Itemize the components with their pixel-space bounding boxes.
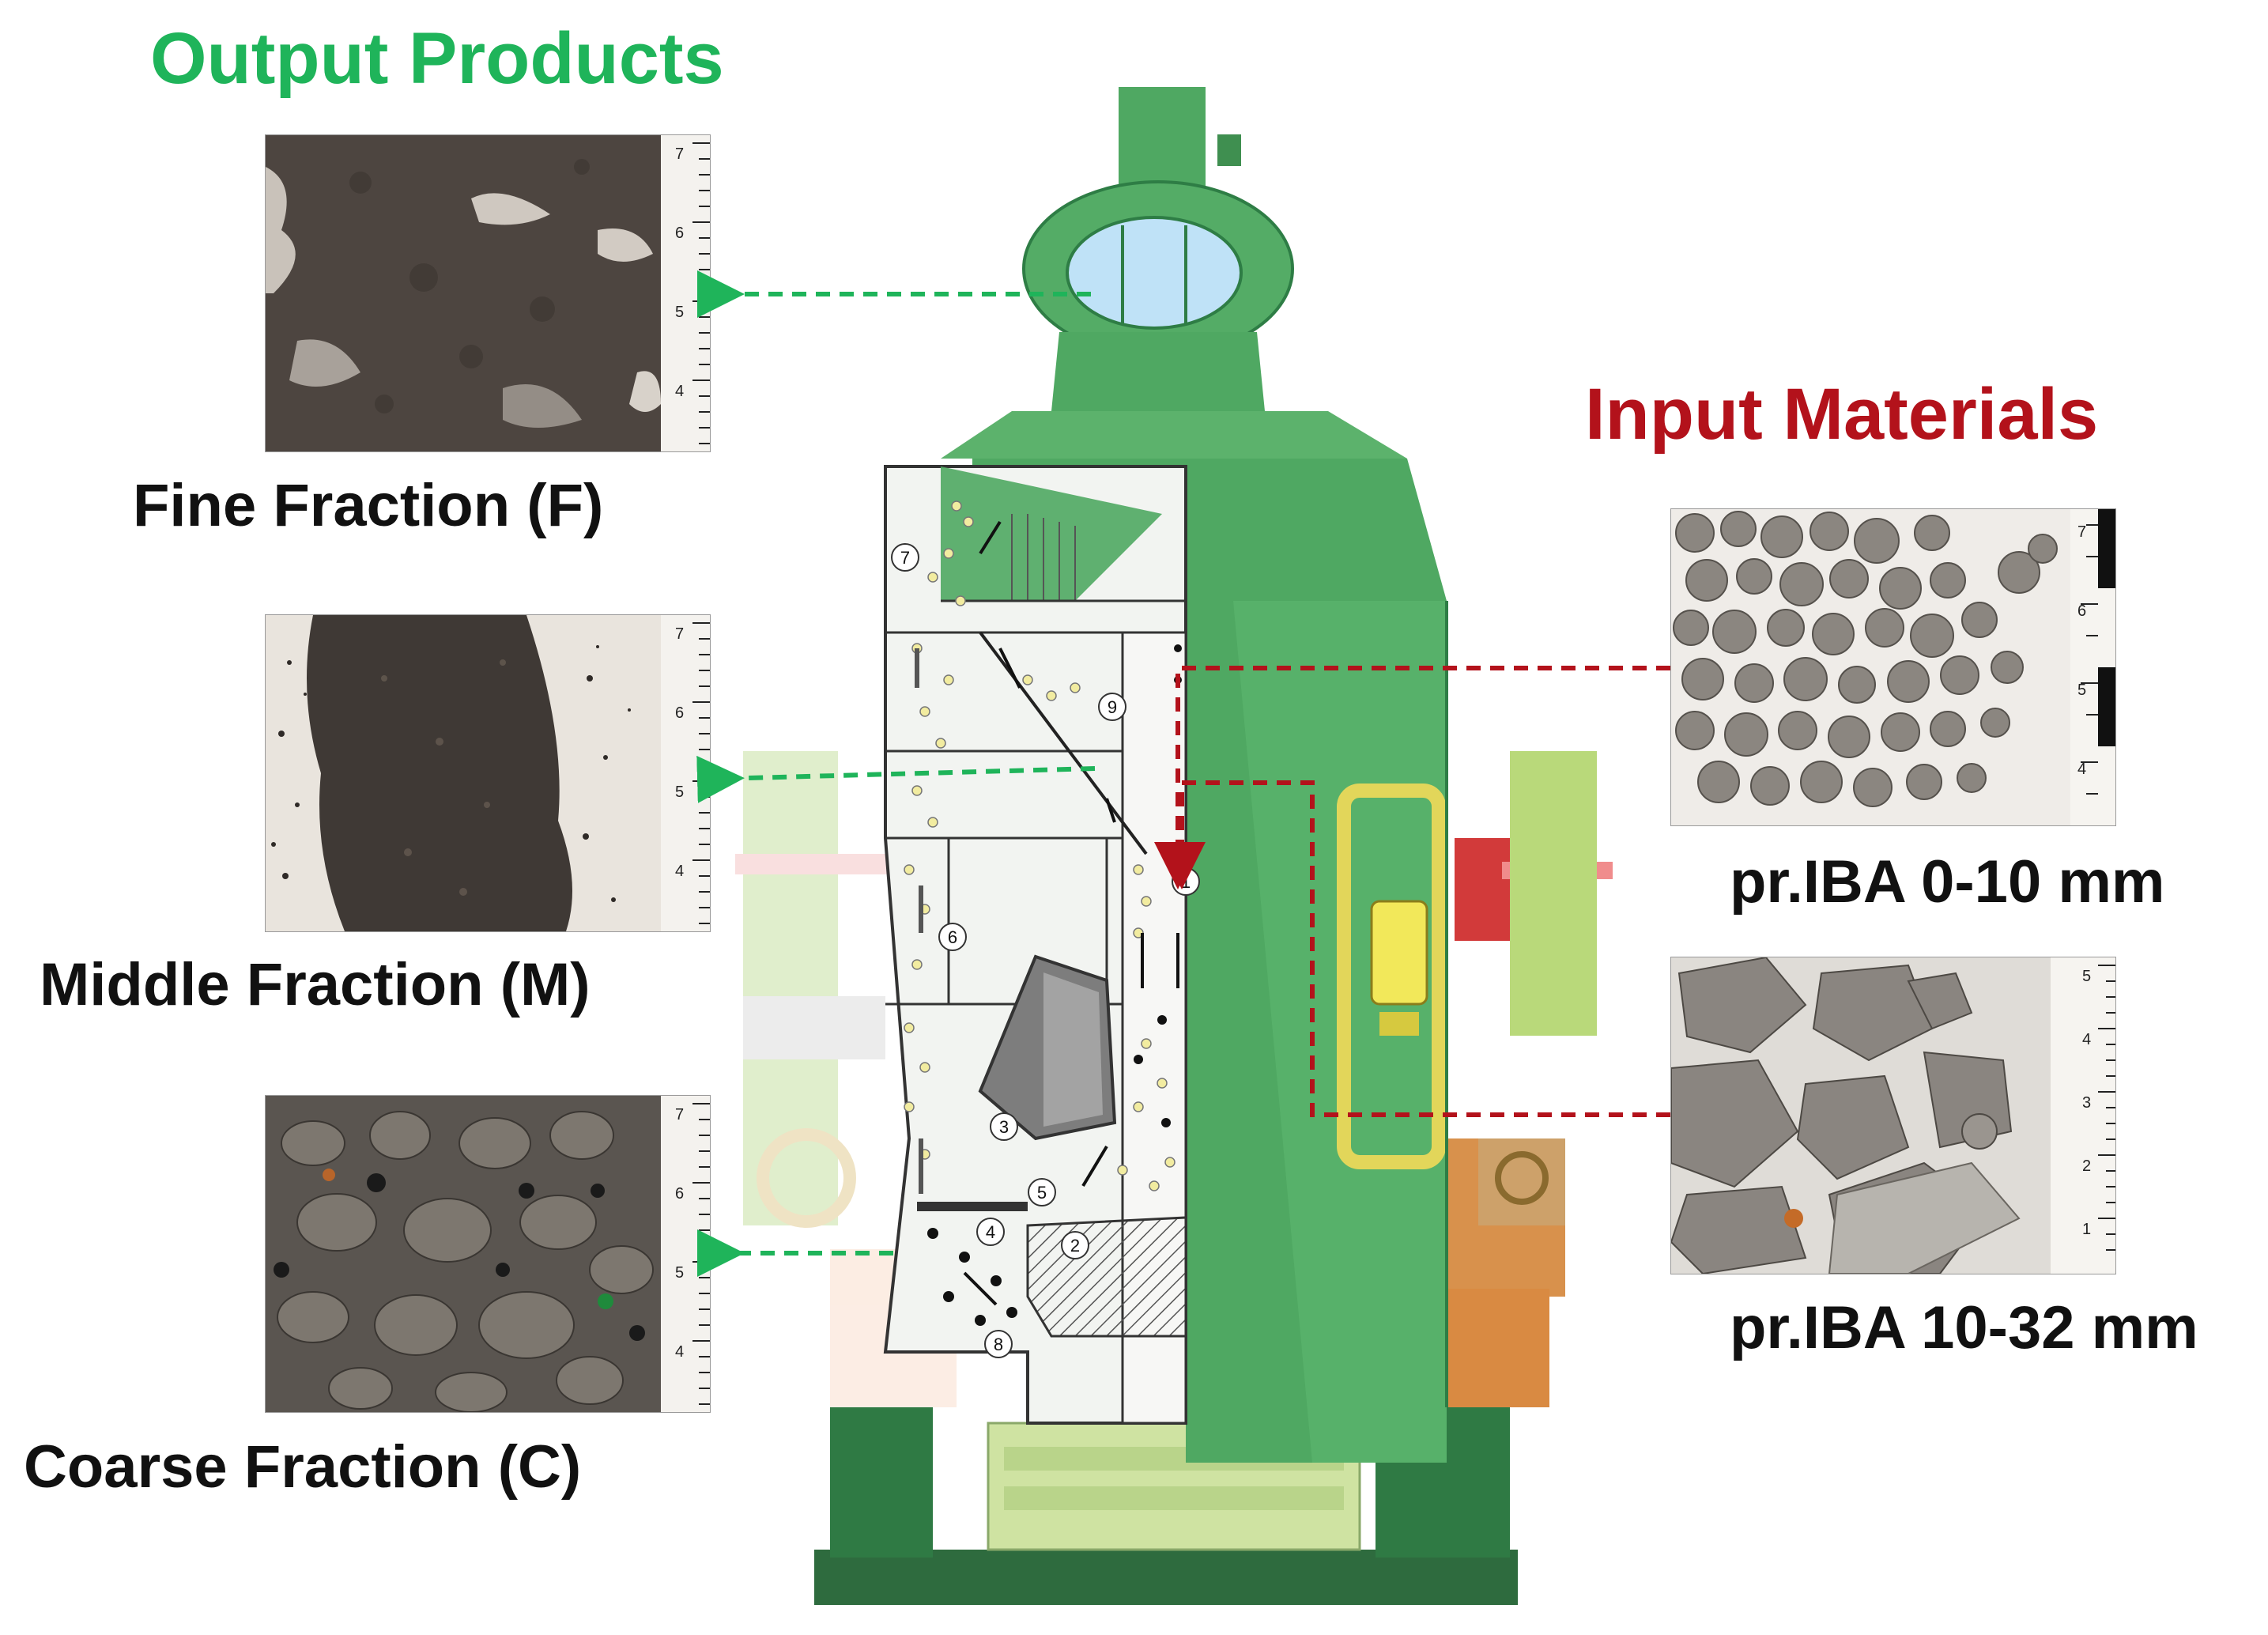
input-materials-heading: Input Materials <box>1585 374 2099 455</box>
svg-text:1: 1 <box>2082 1221 2091 1238</box>
callout-1: 1 <box>1172 867 1200 896</box>
svg-text:5: 5 <box>2077 682 2086 699</box>
iba-0-10-ruler <box>2081 524 2098 795</box>
output-products-heading: Output Products <box>150 18 724 99</box>
callout-7: 7 <box>891 543 919 572</box>
coarse-fraction-image: 7 6 5 4 <box>266 1096 710 1412</box>
callout-3: 3 <box>990 1112 1018 1141</box>
iba-10-32-label: pr.IBA 10-32 mm <box>1730 1294 2198 1361</box>
machine-body <box>941 87 1448 1463</box>
svg-text:4: 4 <box>675 383 684 400</box>
svg-text:6: 6 <box>2077 602 2086 620</box>
callout-5: 5 <box>1028 1178 1056 1206</box>
fine-fraction-label: Fine Fraction (F) <box>133 472 604 539</box>
svg-text:6: 6 <box>675 704 684 722</box>
svg-text:3: 3 <box>2082 1094 2091 1112</box>
iba-10-32-photo: 5 4 3 2 1 <box>1670 957 2116 1274</box>
svg-text:5: 5 <box>675 1264 684 1282</box>
svg-text:6: 6 <box>675 1185 684 1203</box>
callout-8: 8 <box>984 1330 1013 1358</box>
svg-text:2: 2 <box>1070 1236 1080 1256</box>
svg-text:6: 6 <box>948 927 957 947</box>
iba-0-10-input-arrow <box>1154 666 1670 889</box>
svg-text:5: 5 <box>675 304 684 321</box>
svg-text:9: 9 <box>1108 697 1117 717</box>
svg-text:5: 5 <box>2082 968 2091 985</box>
middle-output-arrow <box>696 755 1096 803</box>
callout-2: 2 <box>1061 1231 1089 1259</box>
svg-text:2: 2 <box>2082 1157 2091 1175</box>
iba-0-10-photo: 7 6 5 4 <box>1670 508 2116 826</box>
svg-text:4: 4 <box>675 863 684 880</box>
svg-text:3: 3 <box>999 1117 1009 1137</box>
iba-10-32-ruler <box>2098 965 2115 1251</box>
callout-6: 6 <box>938 923 967 951</box>
coarse-fraction-photo: 7 6 5 4 <box>265 1095 711 1413</box>
iba-0-10-label: pr.IBA 0-10 mm <box>1730 848 2165 916</box>
callout-9: 9 <box>1098 693 1126 721</box>
svg-text:7: 7 <box>2077 523 2086 541</box>
middle-fraction-photo: 7 6 5 4 <box>265 614 711 932</box>
svg-text:8: 8 <box>994 1335 1003 1354</box>
fine-fraction-image: 7 6 5 4 <box>266 135 710 451</box>
svg-text:5: 5 <box>1037 1183 1047 1203</box>
svg-text:7: 7 <box>900 548 910 568</box>
fine-fraction-ruler <box>692 142 710 444</box>
svg-text:4: 4 <box>2077 761 2086 778</box>
svg-text:7: 7 <box>675 1106 684 1123</box>
middle-fraction-image: 7 6 5 4 <box>266 615 710 931</box>
svg-text:1: 1 <box>1181 872 1191 892</box>
svg-text:4: 4 <box>675 1343 684 1361</box>
coarse-fraction-label: Coarse Fraction (C) <box>24 1433 582 1501</box>
cutaway-section: 1 2 3 4 5 6 7 <box>883 465 1200 1425</box>
iba-10-32-input-arrow <box>1158 780 1670 1117</box>
middle-fraction-label: Middle Fraction (M) <box>40 951 591 1018</box>
svg-text:7: 7 <box>675 145 684 163</box>
svg-text:5: 5 <box>675 784 684 801</box>
iba-10-32-image: 5 4 3 2 1 <box>1671 957 2115 1274</box>
svg-text:4: 4 <box>986 1222 995 1242</box>
svg-text:6: 6 <box>675 225 684 242</box>
callout-4: 4 <box>976 1218 1005 1246</box>
iba-0-10-image: 7 6 5 4 <box>1671 509 2115 825</box>
fine-fraction-photo: 7 6 5 4 <box>265 134 711 452</box>
svg-text:7: 7 <box>675 625 684 643</box>
svg-text:4: 4 <box>2082 1031 2091 1048</box>
